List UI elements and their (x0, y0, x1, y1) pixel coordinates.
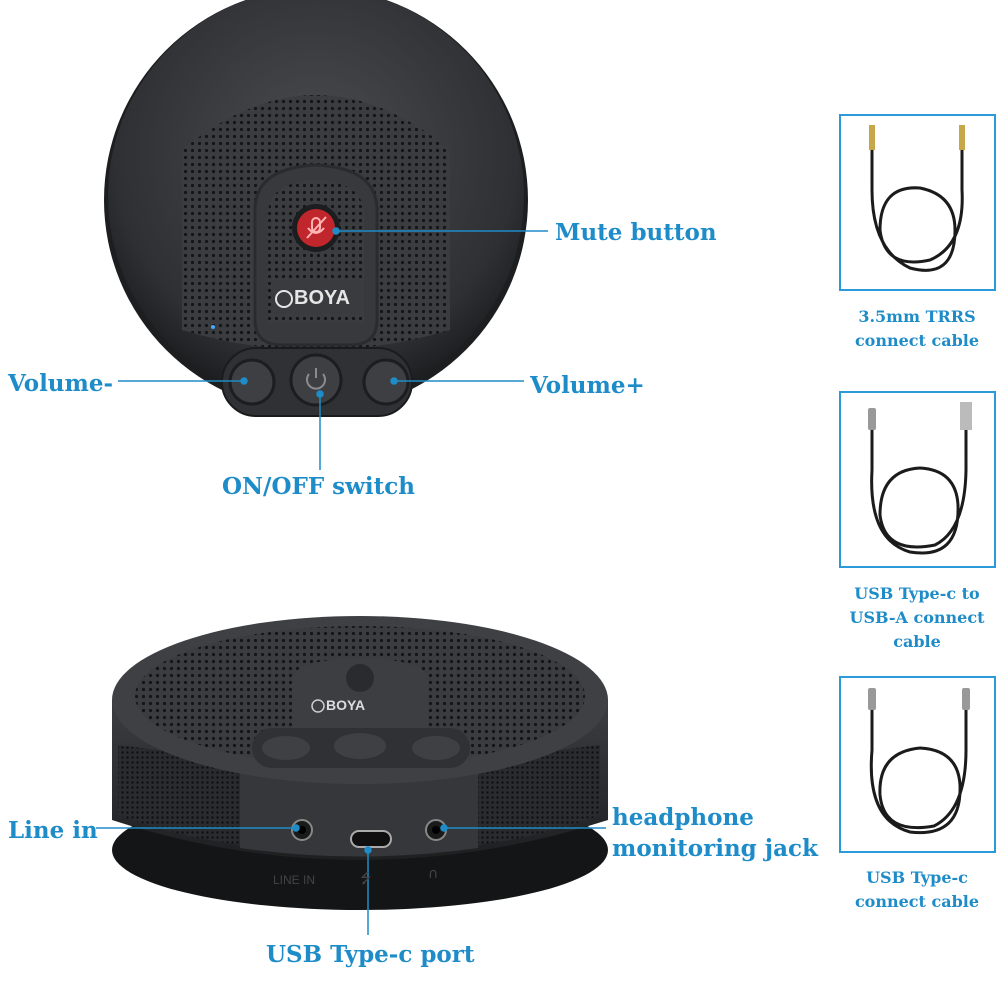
label-headphone-2: monitoring jack (612, 835, 818, 862)
power-button[interactable] (289, 353, 343, 407)
caption-line: connect cable (854, 892, 980, 911)
side-view-device (112, 616, 608, 910)
usb-c-port (350, 830, 392, 848)
label-volume-plus: Volume+ (530, 372, 645, 399)
caption-usb-c: USB Type-c connect cable (832, 866, 1000, 914)
accessory-box-3 (839, 676, 996, 853)
accessory-box-1 (839, 114, 996, 291)
status-led (211, 325, 215, 329)
label-usb-port: USB Type-c port (266, 941, 475, 968)
brand-logo-icon (275, 290, 293, 308)
top-view-device (104, 0, 528, 417)
volume-minus-button[interactable] (228, 358, 276, 406)
caption-line: 3.5mm TRRS (858, 307, 976, 326)
label-volume-minus: Volume- (8, 370, 114, 397)
label-mute-button: Mute button (555, 219, 717, 246)
caption-line: connect cable (854, 331, 980, 350)
caption-line: USB Type-c to (854, 584, 980, 603)
label-headphone-1: headphone (612, 804, 754, 831)
mute-mic-icon (306, 216, 327, 239)
caption-line: USB Type-c (866, 868, 968, 887)
label-onoff-switch: ON/OFF switch (222, 473, 415, 500)
usb-icon: ⭍ (360, 871, 372, 887)
caption-trrs: 3.5mm TRRS connect cable (832, 305, 1000, 353)
brand-logo-small-icon (311, 699, 325, 713)
volume-plus-button[interactable] (362, 358, 410, 406)
mute-button-side (346, 664, 374, 692)
port-label-line-in: LINE IN (273, 873, 316, 887)
accessory-box-2 (839, 391, 996, 568)
power-icon (306, 368, 326, 390)
callout-lines (96, 227, 606, 935)
brand-text-top: BOYA (294, 287, 350, 309)
caption-line: USB-A connect (849, 608, 985, 627)
caption-line: cable (893, 632, 941, 651)
label-line-in: Line in (8, 817, 98, 844)
headphone-icon: ∩ (428, 866, 439, 882)
brand-text-side: BOYA (326, 697, 366, 713)
caption-usb-c-to-usb-a: USB Type-c to USB-A connect cable (832, 582, 1000, 654)
